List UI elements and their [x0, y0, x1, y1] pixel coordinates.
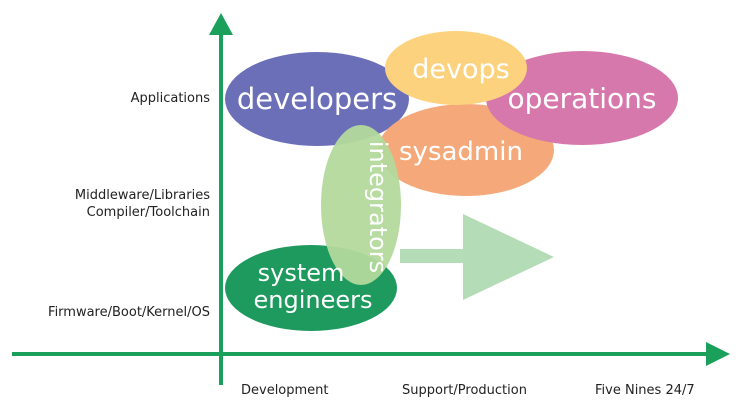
integrators-ellipse — [321, 125, 401, 285]
sysadmin-label: sysadmin — [399, 137, 523, 167]
operations-ellipse — [486, 51, 678, 145]
x-label-five-nines: Five Nines 24/7 — [595, 383, 695, 398]
x-axis-arrowhead — [706, 342, 730, 366]
progress-arrow-head — [463, 214, 554, 300]
y-label-middleware: Middleware/Libraries — [74, 188, 210, 203]
y-label-applications: Applications — [130, 91, 210, 106]
integrators-label: integrators — [364, 141, 392, 273]
y-label-compiler: Compiler/Toolchain — [86, 205, 210, 220]
x-label-development: Development — [241, 383, 329, 398]
y-label-firmware: Firmware/Boot/Kernel/OS — [48, 305, 210, 320]
devops-label: devops — [412, 54, 509, 85]
system-engineers-label-line2: engineers — [254, 286, 373, 314]
operations-label: operations — [507, 82, 656, 115]
system-engineers-label-line1: system — [258, 259, 345, 287]
y-axis-arrowhead — [209, 13, 233, 35]
x-label-support: Support/Production — [402, 383, 527, 398]
developers-ellipse — [225, 52, 409, 146]
devops-ellipse — [385, 31, 527, 105]
developers-label: developers — [237, 82, 397, 116]
progress-arrow-shaft — [400, 249, 470, 263]
